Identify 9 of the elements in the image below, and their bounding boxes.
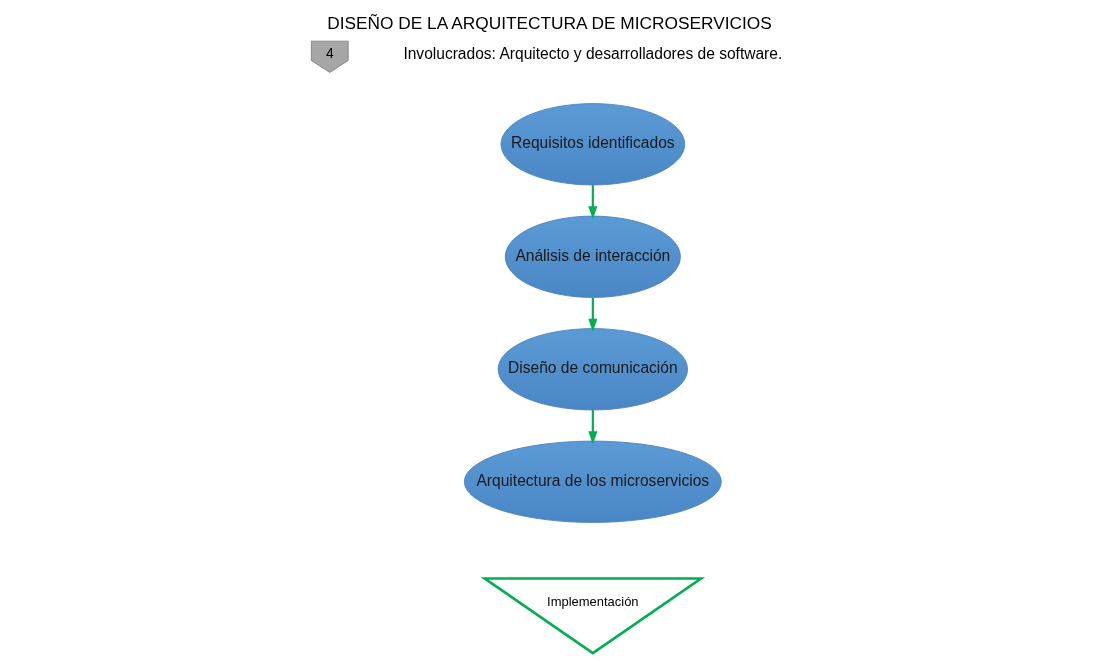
arrow [588, 185, 598, 220]
label: Involucrados: Arquitecto y desarrolladores de software. [403, 44, 783, 62]
arrow [588, 410, 598, 445]
node-ellipse: Análisis de interacción [504, 215, 681, 298]
node-ellipse: Requisitos identificados [500, 103, 686, 186]
node-ellipse: Arquitectura de los microservicios [463, 440, 722, 523]
diagram-title: DISEÑO DE LA ARQUITECTURA DE MICROSERVICIOS [327, 13, 772, 34]
node-ellipse: Diseño de comunicación [497, 328, 688, 411]
arrow [588, 297, 598, 332]
